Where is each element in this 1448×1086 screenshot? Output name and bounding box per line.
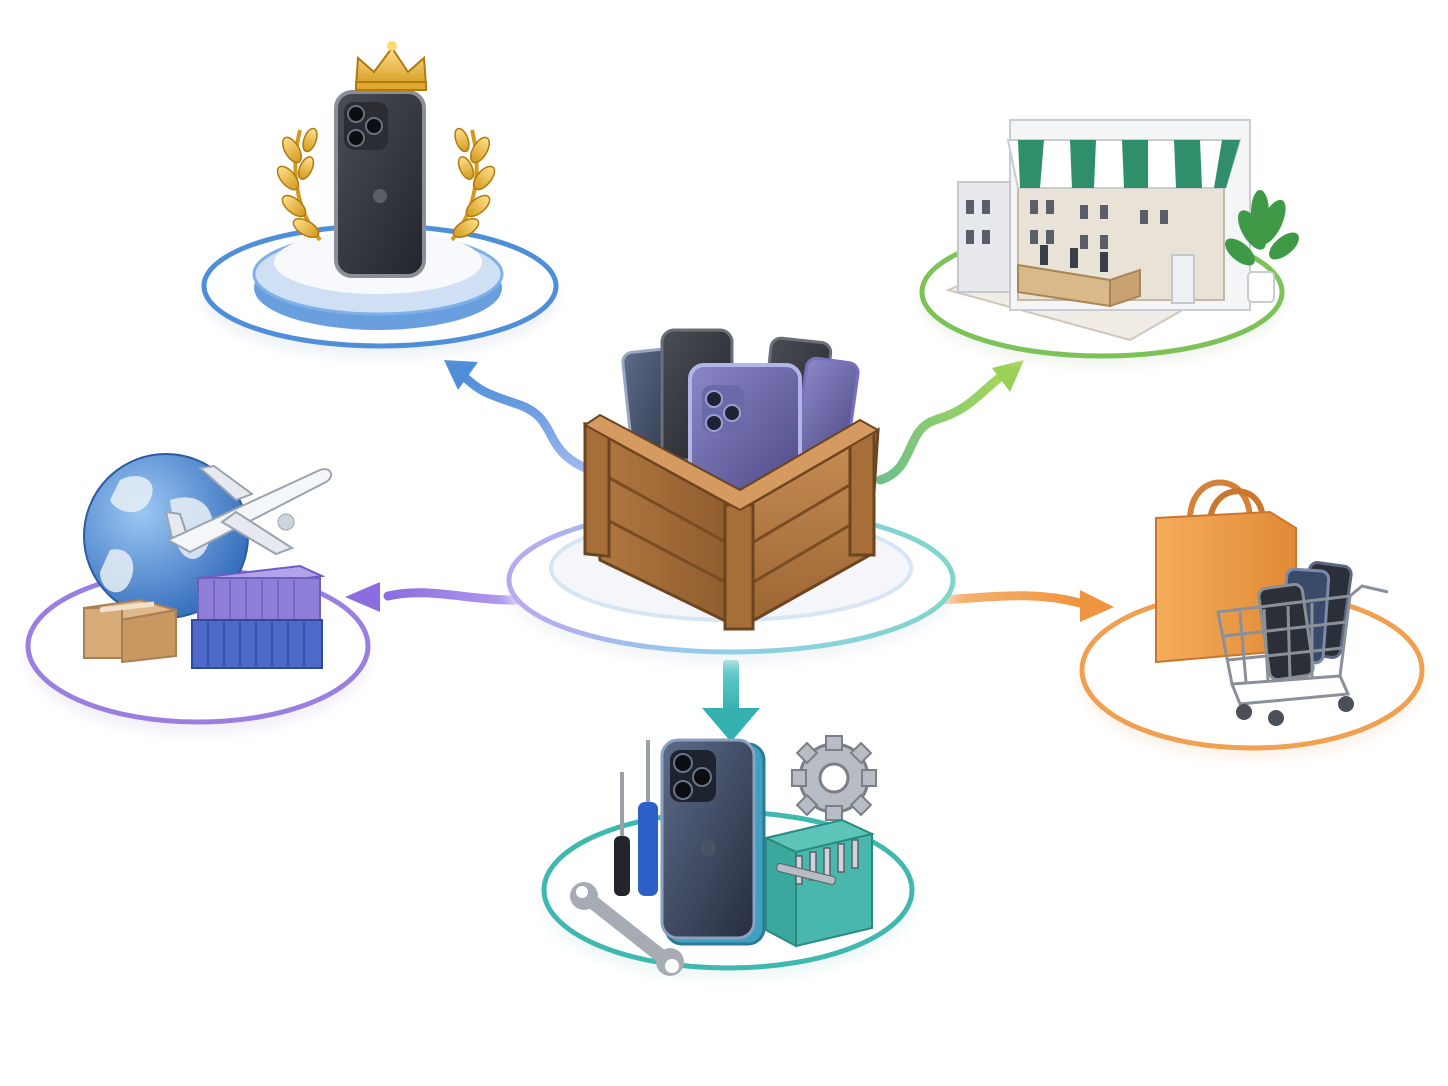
premium-phone-with-crown-and-laurels-icon xyxy=(276,41,496,278)
airplane xyxy=(164,464,333,556)
arrow-to-online-sales xyxy=(927,590,1114,622)
arrow-to-repair xyxy=(702,660,760,742)
arrow-to-retail-store xyxy=(875,360,1024,485)
wrench-icon xyxy=(570,882,684,976)
phone-retail-storefront-icon xyxy=(944,119,1299,342)
phone-with-repair-tools-icon xyxy=(570,735,877,976)
arrow-to-premium xyxy=(444,360,595,475)
arrow-to-export xyxy=(345,582,537,612)
screwdriver-icon xyxy=(614,772,630,896)
globe-airplane-containers-icon xyxy=(83,453,333,669)
screwdriver-icon xyxy=(638,740,658,896)
bit-case-icon xyxy=(762,818,876,948)
awning xyxy=(1006,139,1242,189)
gear-icon xyxy=(791,735,877,821)
shopping-bag-and-cart-with-phones-icon xyxy=(1155,479,1389,726)
wooden-crate-of-phones-icon xyxy=(583,328,881,631)
